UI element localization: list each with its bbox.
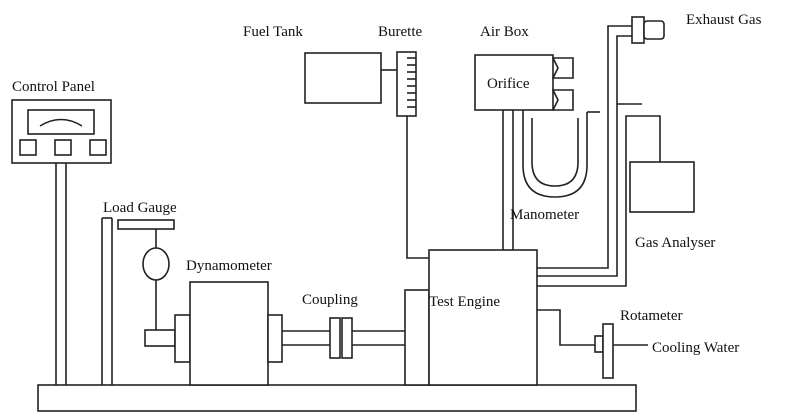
cooling-water-label: Cooling Water	[652, 340, 739, 356]
flywheel	[404, 289, 430, 386]
manometer	[522, 110, 600, 198]
coupling-label: Coupling	[302, 292, 358, 308]
burette-label: Burette	[378, 24, 422, 40]
load-gauge-label: Load Gauge	[103, 200, 177, 216]
air-box-label: Air Box	[480, 24, 529, 40]
rotameter	[602, 323, 614, 379]
gas-analyser-label: Gas Analyser	[635, 235, 715, 251]
test-engine-label: Test Engine	[429, 294, 500, 310]
exhaust-pipe-outer	[537, 25, 640, 269]
dynamometer-label: Dynamometer	[186, 258, 272, 274]
dynamometer	[144, 281, 283, 386]
load-dial-icon	[142, 247, 170, 281]
coupling	[329, 317, 353, 359]
exhaust-outlet	[643, 20, 665, 40]
fuel-line	[406, 116, 429, 259]
load-gauge-stand	[101, 217, 175, 385]
test-engine	[428, 249, 538, 386]
fuel-tank	[304, 52, 382, 104]
exhaust-nozzle	[631, 16, 645, 44]
orifice-label: Orifice	[487, 76, 530, 92]
rotameter-flange	[594, 335, 604, 353]
base-bed	[37, 384, 637, 412]
exhaust-pipe-inner	[537, 35, 640, 277]
rotameter-label: Rotameter	[620, 308, 682, 324]
burette	[396, 51, 417, 117]
control-panel-label: Control Panel	[12, 79, 95, 95]
air-box	[474, 54, 574, 111]
gas-analyser	[629, 161, 695, 213]
control-panel	[11, 99, 112, 385]
fuel-tank-label: Fuel Tank	[243, 24, 303, 40]
exhaust-gas-label: Exhaust Gas	[686, 12, 762, 28]
cooling-water-line	[537, 309, 595, 346]
gas-analyser-line	[537, 115, 661, 287]
manometer-label: Manometer	[510, 207, 579, 223]
